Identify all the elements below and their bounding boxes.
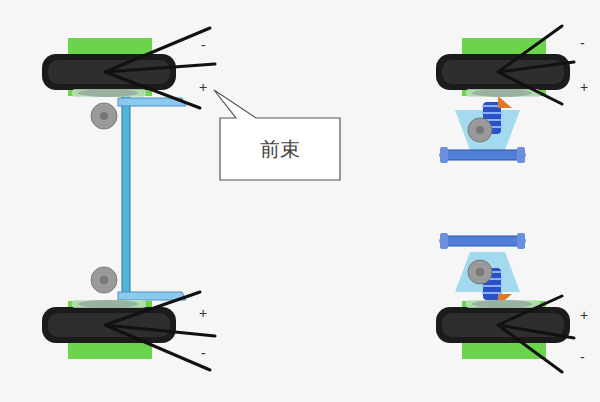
sign-label: - (580, 350, 585, 364)
sign-label: + (580, 80, 588, 94)
sign-label: + (580, 308, 588, 322)
sign-label: + (199, 306, 207, 320)
sign-label: - (580, 36, 585, 50)
sign-label: - (201, 38, 206, 52)
sign-label: + (199, 80, 207, 94)
callout-box: 前束 (220, 118, 340, 180)
callout-text: 前束 (260, 136, 300, 163)
sign-label: - (201, 346, 206, 360)
